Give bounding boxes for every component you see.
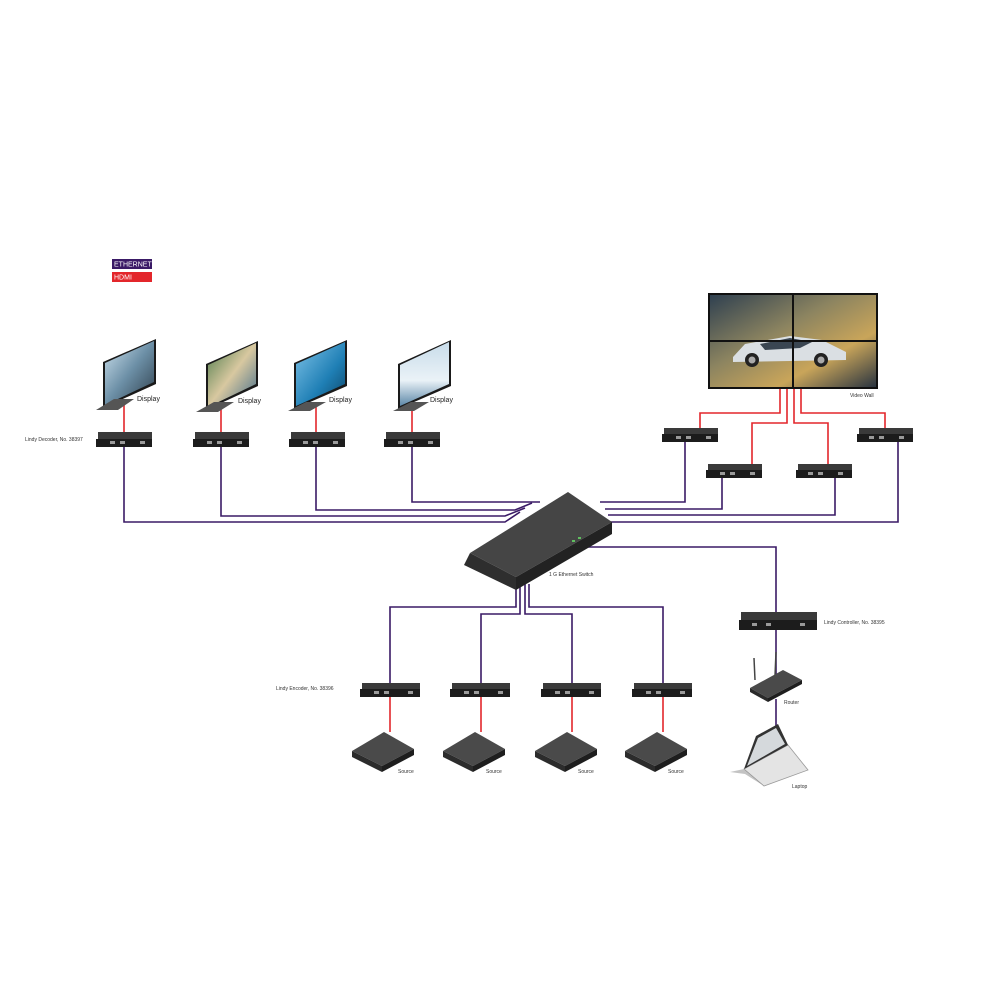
display-icon xyxy=(96,339,156,410)
source-4: Source xyxy=(625,732,687,775)
display-2: Display xyxy=(196,341,261,412)
source-1: Source xyxy=(352,732,414,775)
wall-decoder-1 xyxy=(662,428,718,442)
video-wall: Video Wall xyxy=(708,293,878,399)
controller: Lindy Controller, No. 38395 xyxy=(739,612,885,630)
source-4-label: Source xyxy=(668,769,684,775)
decoder-label: Lindy Decoder, No. 38397 xyxy=(25,437,83,443)
video-wall-icon xyxy=(708,293,878,389)
display-2-label: Display xyxy=(238,398,261,405)
wall-decoder-4 xyxy=(857,428,913,442)
display-4-label: Display xyxy=(430,397,453,404)
display-4: Display xyxy=(393,340,453,411)
display-1-label: Display xyxy=(137,396,160,403)
controller-label: Lindy Controller, No. 38395 xyxy=(824,620,885,626)
source-2-label: Source xyxy=(486,769,502,775)
source-box-icon xyxy=(443,732,505,772)
legend-ethernet-swatch xyxy=(112,259,152,269)
laptop-label: Laptop xyxy=(792,784,808,790)
display-icon xyxy=(393,340,451,411)
video-wall-label: Video Wall xyxy=(850,393,874,399)
source-2: Source xyxy=(443,732,505,775)
source-box-icon xyxy=(625,732,687,772)
encoder-1 xyxy=(360,683,420,697)
legend: ETHERNET HDMI xyxy=(112,259,152,282)
legend-ethernet-label: ETHERNET xyxy=(114,262,152,269)
source-box-icon xyxy=(535,732,597,772)
router-label: Router xyxy=(784,700,799,706)
switch-label: 1 G Ethernet Switch xyxy=(549,572,594,578)
source-3: Source xyxy=(535,732,597,775)
display-icon xyxy=(288,340,347,411)
display-3: Display xyxy=(288,340,352,411)
legend-hdmi-label: HDMI xyxy=(114,275,132,282)
source-3-label: Source xyxy=(578,769,594,775)
ethernet-cables xyxy=(123,442,899,745)
router-icon xyxy=(750,651,802,702)
encoder-4 xyxy=(632,683,692,697)
ethernet-switch: 1 G Ethernet Switch xyxy=(464,492,612,590)
ethernet-switch-icon xyxy=(464,492,612,590)
encoder-2 xyxy=(450,683,510,697)
wall-decoder-3 xyxy=(796,464,852,478)
laptop-icon xyxy=(730,724,809,787)
legend-hdmi-swatch xyxy=(112,272,152,282)
wall-decoder-2 xyxy=(706,464,762,478)
display-1: Display xyxy=(96,339,160,410)
source-1-label: Source xyxy=(398,769,414,775)
hdmi-cables xyxy=(123,389,886,732)
display-icon xyxy=(196,341,258,412)
decoder-1 xyxy=(96,432,152,447)
encoder-label: Lindy Encoder, No. 38396 xyxy=(276,686,334,692)
display-3-label: Display xyxy=(329,397,352,404)
router: Router xyxy=(750,651,802,706)
decoder-3 xyxy=(289,432,345,447)
source-box-icon xyxy=(352,732,414,772)
encoder-3 xyxy=(541,683,601,697)
laptop: Laptop xyxy=(730,724,809,790)
decoder-2 xyxy=(193,432,249,447)
decoder-4 xyxy=(384,432,440,447)
